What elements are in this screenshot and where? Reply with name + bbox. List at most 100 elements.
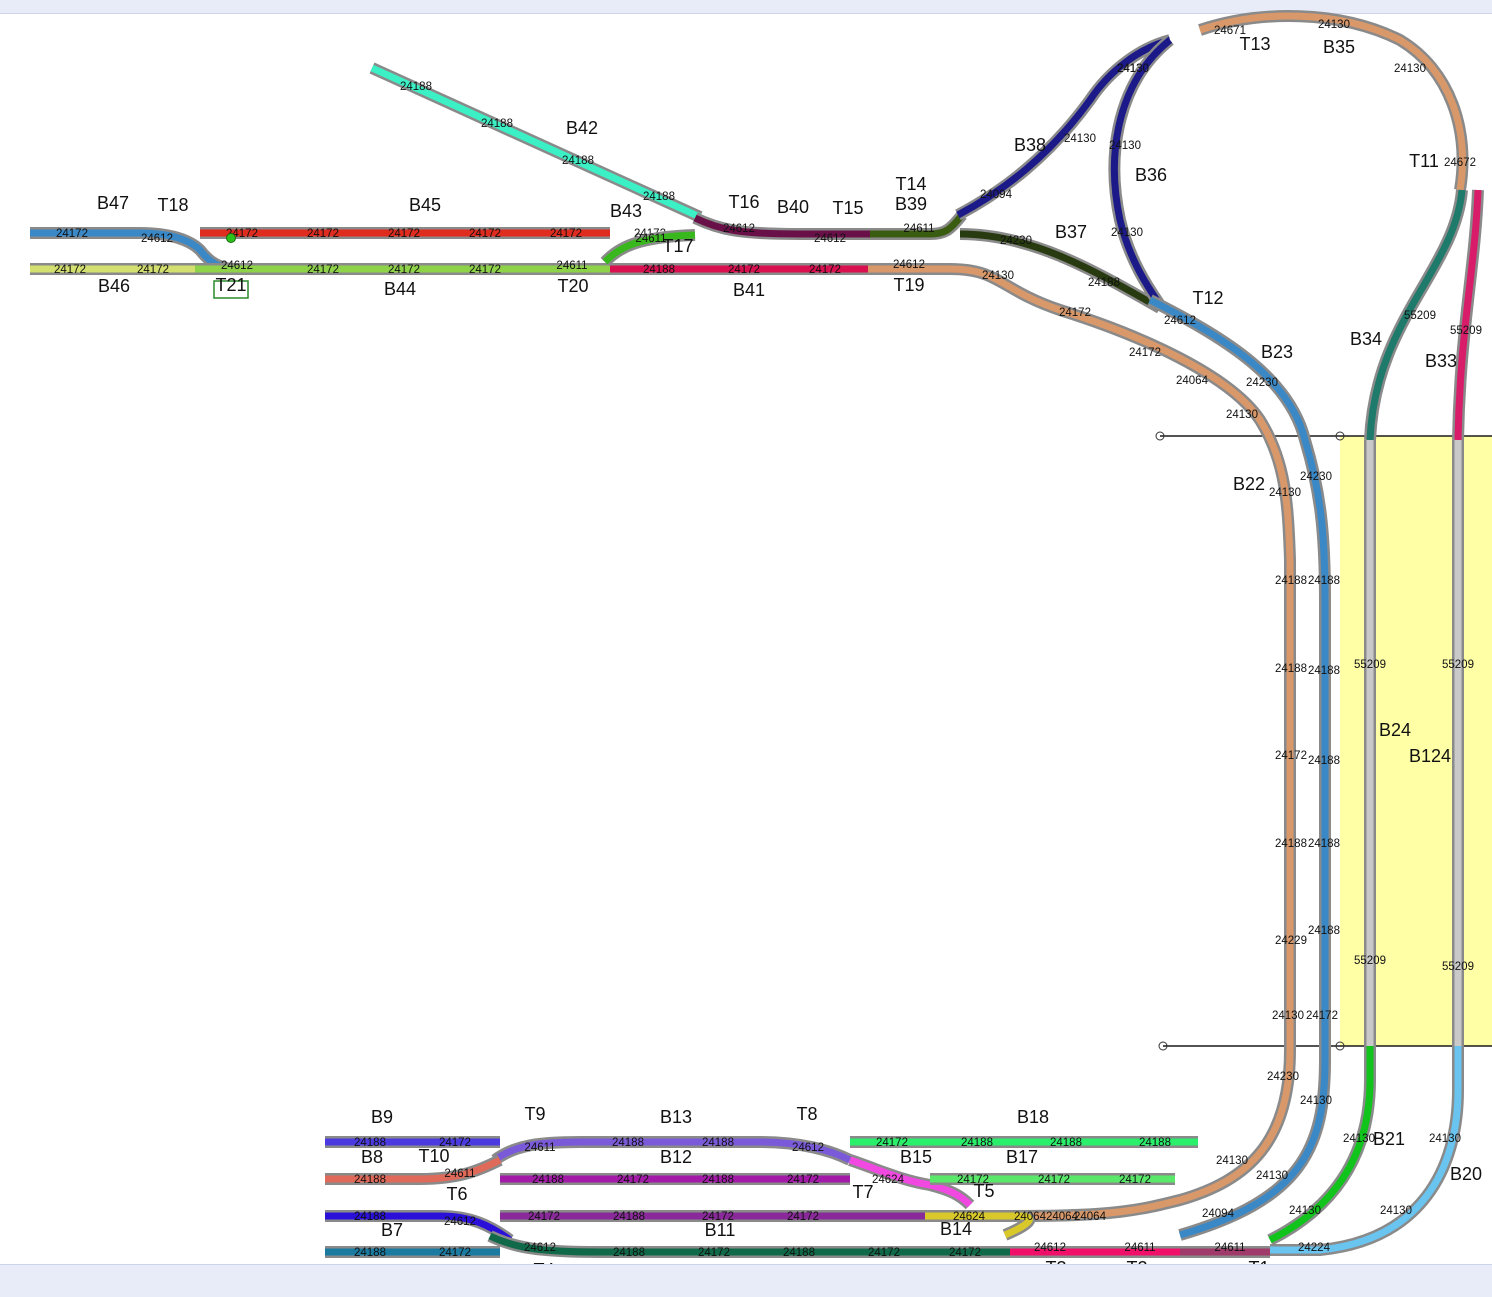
block-label: B13 [660, 1107, 692, 1127]
track-segment[interactable] [325, 1156, 502, 1183]
track-segment[interactable] [370, 64, 702, 221]
track-segment[interactable] [870, 212, 965, 238]
track-b33[interactable]: 55209 [1450, 189, 1484, 441]
block-label: B43 [610, 201, 642, 221]
track-segment[interactable] [488, 1232, 1010, 1256]
track-segment[interactable] [1198, 12, 1466, 191]
turnout-label: T3 [1045, 1258, 1066, 1264]
track-b23[interactable]: 2461224230242302418824188241882418824188… [1147, 294, 1340, 1241]
track-piece-label: 24188 [354, 1137, 386, 1149]
track-segment[interactable] [1270, 1046, 1462, 1254]
track-segment[interactable] [925, 1212, 1033, 1239]
track-piece-label: 24612 [524, 1242, 556, 1254]
track-piece-label: 24188 [643, 191, 675, 203]
block-label: B15 [900, 1147, 932, 1167]
track-piece-label: 24130 [1111, 227, 1143, 239]
track-segment[interactable] [1148, 296, 1329, 1239]
track-piece-label: 24172 [439, 1247, 471, 1259]
track-piece-label: 24612 [893, 259, 925, 271]
block-label: B37 [1055, 222, 1087, 242]
track-b19[interactable]: 24611 [1180, 1242, 1270, 1258]
track-piece-label: 24172 [957, 1174, 989, 1186]
block-label: B41 [733, 280, 765, 300]
track-segment[interactable] [1268, 1046, 1374, 1244]
track-piece-label: 24064 [1046, 1211, 1079, 1223]
turnout-label: T18 [157, 195, 188, 215]
track-piece-label: 24188 [1308, 665, 1340, 677]
track-segment[interactable] [693, 214, 870, 238]
track-segment[interactable] [1366, 189, 1466, 441]
track-piece-label: 24130 [1226, 409, 1258, 421]
track-piece-label: 24611 [1214, 1242, 1245, 1254]
track-piece-label: 24188 [1050, 1137, 1082, 1149]
turnout-label: T4 [533, 1260, 554, 1264]
track-segment[interactable] [1110, 37, 1173, 307]
turnout-t21-frame[interactable] [213, 280, 249, 299]
track-piece-label: 24172 [388, 228, 420, 240]
track-piece-label: 24671 [1214, 25, 1246, 37]
block-label: B11 [705, 1220, 736, 1240]
track-piece-label: 24172 [876, 1137, 908, 1149]
track-segment[interactable] [956, 36, 1171, 219]
track-piece-label: 24188 [613, 1247, 645, 1259]
track-piece-label: 24188 [1308, 575, 1340, 587]
block-label: B35 [1323, 37, 1355, 57]
track-piece-label: 24612 [221, 260, 253, 272]
track-b15[interactable]: 24624 [848, 1154, 975, 1210]
track-b22[interactable]: 2461224130241722417224064241302413024188… [868, 259, 1307, 1222]
track-segment[interactable] [868, 265, 1294, 1220]
turnout-label: T9 [524, 1104, 545, 1124]
track-piece-label: 24224 [1298, 1242, 1331, 1254]
track-segment[interactable] [492, 1138, 852, 1164]
track-b43[interactable]: 24611 [600, 229, 696, 267]
track-piece-label: 24130 [1289, 1205, 1321, 1217]
track-piece-label: 24064 [1014, 1211, 1047, 1223]
track-segment[interactable] [848, 1156, 973, 1208]
track-segment[interactable] [959, 230, 1162, 312]
track-piece-label: 24130 [1064, 133, 1096, 145]
labels-layer: B6B7B8B9B10B11B12B13B14B15B16B17B18B19B2… [97, 34, 1482, 1264]
track-b39[interactable]: 24611 [870, 211, 967, 240]
track-piece-label: 24612 [1034, 1242, 1066, 1254]
turnout-point-marker[interactable] [226, 233, 236, 243]
turnout-label: T2 [1126, 1258, 1147, 1264]
track-segment[interactable] [602, 231, 696, 265]
turnout-label: T8 [796, 1104, 817, 1124]
track-piece-label: 24188 [612, 1137, 644, 1149]
track-piece-label: 24230 [1300, 471, 1332, 483]
track-piece-label: 24094 [980, 189, 1013, 201]
track-piece-label: 24172 [137, 264, 169, 276]
turnout-label: T1 [1248, 1258, 1269, 1264]
block-label: B19 [1204, 1263, 1236, 1264]
track-b34[interactable]: 55209 [1364, 189, 1468, 441]
track-b47[interactable]: 24172 [30, 227, 140, 240]
track-segment[interactable] [1454, 189, 1482, 441]
track-piece-label: 24172 [388, 264, 420, 276]
